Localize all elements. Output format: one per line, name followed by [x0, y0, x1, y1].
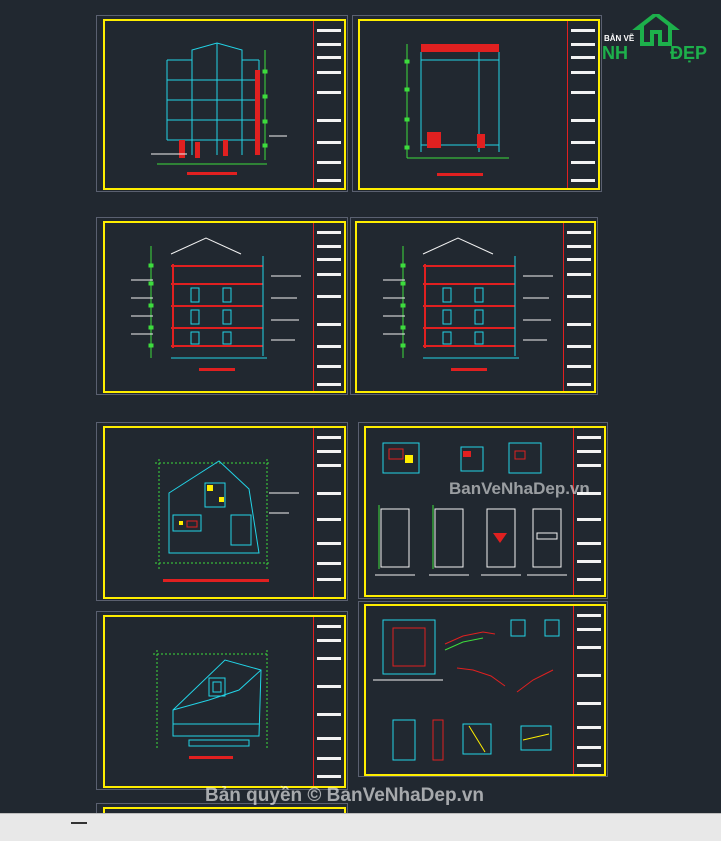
logo-brand-left: NH: [602, 43, 628, 63]
drawing-sheet-stair-details[interactable]: [358, 601, 608, 777]
sheet-frame: [103, 426, 346, 599]
title-block: [573, 428, 604, 595]
drawing-sheet-floor-plan[interactable]: [96, 422, 348, 601]
sheet-frame: [364, 426, 606, 597]
roof-plan-drawing: [153, 650, 269, 759]
watermark-center: BanVeNhaDep.vn: [449, 479, 590, 498]
elevation-drawing: [151, 42, 287, 175]
elevation-drawing: [404, 44, 509, 176]
logo-brand-right: ĐẸP: [670, 43, 708, 63]
title-block: [563, 223, 594, 391]
drawing-sheet-elevation-1[interactable]: [96, 15, 348, 192]
sheet-frame: [364, 604, 606, 776]
title-block: [313, 223, 344, 391]
sheet-frame: [103, 221, 346, 393]
title-block: [567, 21, 598, 188]
drawing-sheet-door-details[interactable]: [358, 422, 608, 599]
drawing-sheet-section-2[interactable]: [350, 217, 598, 395]
floor-plan-drawing: [155, 459, 299, 582]
drawing-sheet-roof-plan[interactable]: [96, 611, 348, 790]
minimize-dash-icon[interactable]: [71, 822, 87, 824]
title-block: [313, 21, 344, 188]
sheet-frame: [103, 615, 346, 788]
house-logo-icon: [632, 14, 680, 46]
status-bar: [0, 813, 721, 841]
watermark-bottom: Bản quyền © BanVeNhaDep.vn: [205, 785, 485, 806]
title-block: [573, 606, 604, 774]
sheet-frame: [103, 19, 346, 190]
drawing-sheet-section-1[interactable]: [96, 217, 348, 395]
drawing-sheet-elevation-2[interactable]: [352, 15, 602, 192]
sheet-frame: [358, 19, 600, 190]
door-details-drawing: [375, 442, 567, 576]
logo-top-text: BẢN VẼ: [604, 34, 635, 43]
title-block: [313, 428, 344, 597]
title-block: [313, 617, 344, 786]
sheet-frame: [355, 221, 596, 393]
section-drawing: [131, 237, 301, 371]
section-drawing: [383, 237, 553, 371]
brand-logo: BẢN VẼ NH ĐẸP: [598, 14, 712, 64]
stair-details-drawing: [373, 619, 560, 761]
